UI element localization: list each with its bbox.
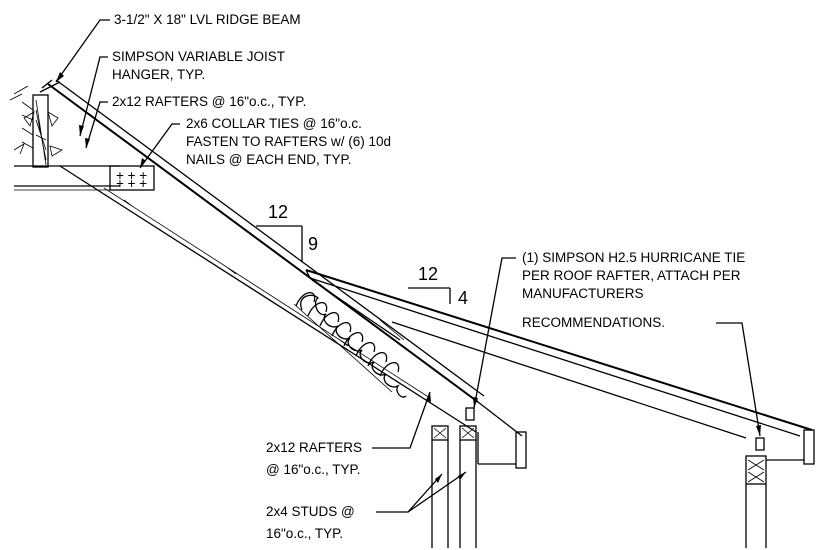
note-hurricane-line2: PER ROOF RAFTER, ATTACH PER (522, 268, 741, 283)
note-hurricane-line4: RECOMMENDATIONS. (522, 315, 665, 330)
note-rafters-top: 2x12 RAFTERS @ 16"o.c., TYP. (112, 94, 306, 109)
main-roof-rafter (39, 79, 485, 403)
lower-rafter-line (59, 165, 477, 433)
shed-roof-rafter (305, 269, 813, 439)
wall-studs-right (745, 437, 767, 548)
wall-studs-left (431, 407, 477, 548)
note-rafters-low-line2: @ 16"o.c., TYP. (266, 462, 361, 477)
pitch-indicator-shed: 12 4 (408, 264, 468, 308)
note-rafters-low-line1: 2x12 RAFTERS (266, 440, 362, 455)
pitch-indicator-main: 12 9 (256, 202, 318, 262)
pitch-rise-main: 9 (308, 234, 318, 254)
pitch-run-main: 12 (268, 202, 288, 222)
pitch-run-shed: 12 (418, 264, 438, 284)
lower-fascia (477, 401, 527, 469)
note-ridge-beam: 3-1/2" X 18" LVL RIDGE BEAM (114, 12, 301, 27)
collar-tie: + + + + + + (14, 165, 155, 191)
note-studs-line2: 16"o.c., TYP. (266, 526, 343, 541)
note-hurricane-line1: (1) SIMPSON H2.5 HURRICANE TIE (522, 250, 745, 265)
note-joist-hanger-line2: HANGER, TYP. (112, 67, 205, 82)
note-studs-line1: 2x4 STUDS @ (266, 504, 355, 519)
insulation-batt (293, 292, 407, 398)
note-hurricane-line3: MANUFACTURERS (522, 286, 644, 301)
svg-text:+ + +: + + + (116, 176, 147, 191)
leader-lines (55, 19, 761, 513)
note-collar-line3: NAILS @ EACH END, TYP. (186, 152, 352, 167)
joist-hanger (9, 85, 63, 157)
note-collar-line2: FASTEN TO RAFTERS w/ (6) 10d (186, 134, 391, 149)
note-collar-line1: 2x6 COLLAR TIES @ 16"o.c. (186, 116, 362, 131)
ridge-beam (21, 94, 49, 168)
note-joist-hanger-line1: SIMPSON VARIABLE JOIST (112, 49, 285, 64)
shed-fascia (766, 429, 815, 465)
pitch-rise-shed: 4 (458, 288, 468, 308)
svg-text:+ + +: + + + (116, 168, 147, 183)
